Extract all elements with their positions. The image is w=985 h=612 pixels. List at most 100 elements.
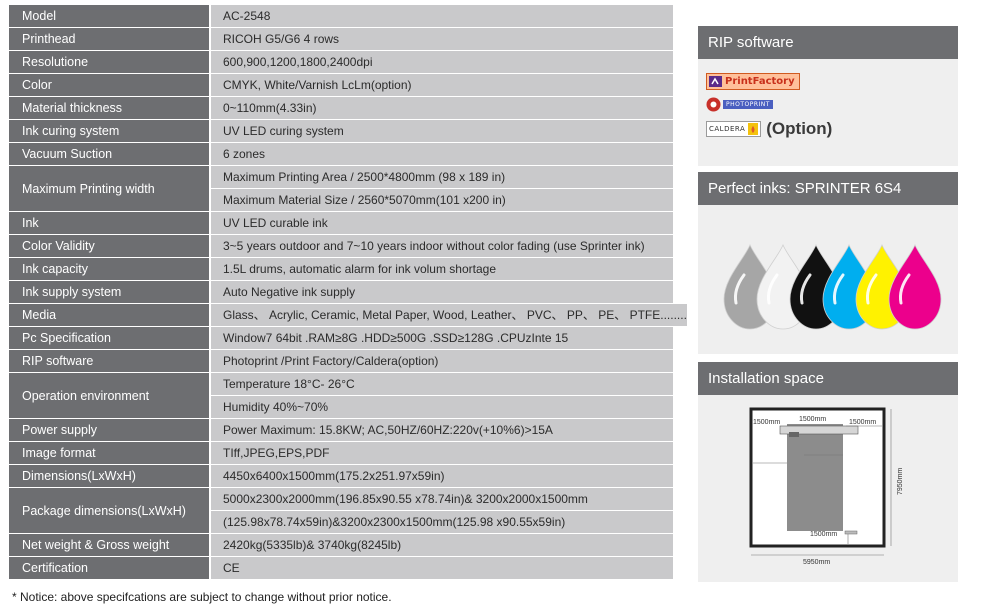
option-label: (Option) xyxy=(766,119,833,138)
spec-value: 3~5 years outdoor and 7~10 years indoor … xyxy=(211,235,673,257)
spec-label: Media xyxy=(9,304,209,326)
spec-value: UV LED curing system xyxy=(211,120,673,142)
spec-value: Humidity 40%~70% xyxy=(211,395,673,418)
photoprint-icon xyxy=(706,97,721,112)
spec-label: Image format xyxy=(9,442,209,464)
inks-panel: Perfect inks: SPRINTER 6S4 xyxy=(698,172,958,354)
spec-label: Color xyxy=(9,74,209,96)
printfactory-icon xyxy=(709,76,722,87)
installation-diagram: 1500mm 1500mm 1500mm 1500mm 5950mm 7950m… xyxy=(749,407,904,566)
spec-value: Maximum Material Size / 2560*5070mm(101 … xyxy=(211,188,673,211)
spec-label: Package dimensions(LxWxH) xyxy=(9,488,209,533)
spec-label: Dimensions(LxWxH) xyxy=(9,465,209,487)
ink-drops-graphic xyxy=(723,243,942,330)
rip-panel-title: RIP software xyxy=(698,26,958,59)
spec-label: Net weight & Gross weight xyxy=(9,534,209,556)
dim-right-top: 1500mm xyxy=(849,419,876,426)
spec-value: RICOH G5/G6 4 rows xyxy=(211,28,673,50)
spec-label: Printhead xyxy=(9,28,209,50)
spec-label: Operation environment xyxy=(9,373,209,418)
spec-label: Model xyxy=(9,5,209,27)
spec-label: RIP software xyxy=(9,350,209,372)
spec-label: Ink capacity xyxy=(9,258,209,280)
installation-space-panel: Installation space 1500mm 1500mm 1500mm … xyxy=(698,362,958,582)
print-carriage xyxy=(789,432,799,437)
spec-value: Glass、 Acrylic, Ceramic, Metal Paper, Wo… xyxy=(211,304,687,326)
spec-value: (125.98x78.74x59in)&3200x2300x1500mm(125… xyxy=(211,510,673,533)
spec-value: Auto Negative ink supply xyxy=(211,281,673,303)
spec-value: 2420kg(5335lb)& 3740kg(8245lb) xyxy=(211,534,673,556)
caldera-logo-text: CALDERA xyxy=(709,125,746,133)
dim-width: 5950mm xyxy=(803,559,830,566)
spec-value: TIff,JPEG,EPS,PDF xyxy=(211,442,673,464)
spec-label: Maximum Printing width xyxy=(9,166,209,211)
spec-label: Ink supply system xyxy=(9,281,209,303)
caldera-logo: CALDERA (Option) xyxy=(706,119,832,139)
spec-label: Ink xyxy=(9,212,209,234)
spec-value: Maximum Printing Area / 2500*4800mm (98 … xyxy=(211,166,673,188)
spec-value: Power Maximum: 15.8KW; AC,50HZ/60HZ:220v… xyxy=(211,419,673,441)
spec-label: Color Validity xyxy=(9,235,209,257)
dim-bottom: 1500mm xyxy=(810,531,837,538)
spec-label: Ink curing system xyxy=(9,120,209,142)
spec-row: Package dimensions(LxWxH)5000x2300x2000m… xyxy=(9,488,673,534)
spec-label: Power supply xyxy=(9,419,209,441)
ink-drop xyxy=(888,243,942,330)
printer-gantry xyxy=(779,425,859,435)
printfactory-logo: PrintFactory xyxy=(706,73,800,90)
printer-bed xyxy=(787,424,843,531)
spec-label: Vacuum Suction xyxy=(9,143,209,165)
table-stand xyxy=(844,530,858,535)
spec-label: Pc Specification xyxy=(9,327,209,349)
spec-value: 5000x2300x2000mm(196.85x90.55 x78.74in)&… xyxy=(211,488,673,510)
spec-label: Material thickness xyxy=(9,97,209,119)
spec-value: 600,900,1200,1800,2400dpi xyxy=(211,51,673,73)
spec-row: Dimensions(LxWxH)4450x6400x1500mm(175.2x… xyxy=(9,465,673,488)
spec-value: Temperature 18°C- 26°C xyxy=(211,373,673,395)
installation-panel-title: Installation space xyxy=(698,362,958,395)
spec-label: Resolutione xyxy=(9,51,209,73)
printfactory-logo-text: PrintFactory xyxy=(725,76,795,87)
spec-value: CE xyxy=(211,557,673,579)
inks-panel-title: Perfect inks: SPRINTER 6S4 xyxy=(698,172,958,205)
spec-value: Photoprint /Print Factory/Caldera(option… xyxy=(211,350,673,372)
spec-value: Window7 64bit .RAM≥8G .HDD≥500G .SSD≥128… xyxy=(211,327,673,349)
dim-height: 7950mm xyxy=(897,468,904,495)
spec-value: 6 zones xyxy=(211,143,673,165)
photoprint-logo: PHOTOPRINT xyxy=(706,97,773,112)
spec-value: UV LED curable ink xyxy=(211,212,673,234)
spec-value: 4450x6400x1500mm(175.2x251.97x59in) xyxy=(211,465,673,487)
spec-value: CMYK, White/Varnish LcLm(option) xyxy=(211,74,673,96)
rip-software-panel: RIP software PrintFactory PHOTOPRINT CAL… xyxy=(698,26,958,166)
spec-label: Certification xyxy=(9,557,209,579)
spec-value: 0~110mm(4.33in) xyxy=(211,97,673,119)
dim-center-top: 1500mm xyxy=(799,416,826,423)
notice-text: * Notice: above specifcations are subjec… xyxy=(12,590,392,604)
caldera-icon xyxy=(748,123,759,135)
photoprint-logo-text: PHOTOPRINT xyxy=(723,100,773,109)
spec-value: AC-2548 xyxy=(211,5,673,27)
spec-value: 1.5L drums, automatic alarm for ink volu… xyxy=(211,258,673,280)
dim-left-top: 1500mm xyxy=(753,419,780,426)
